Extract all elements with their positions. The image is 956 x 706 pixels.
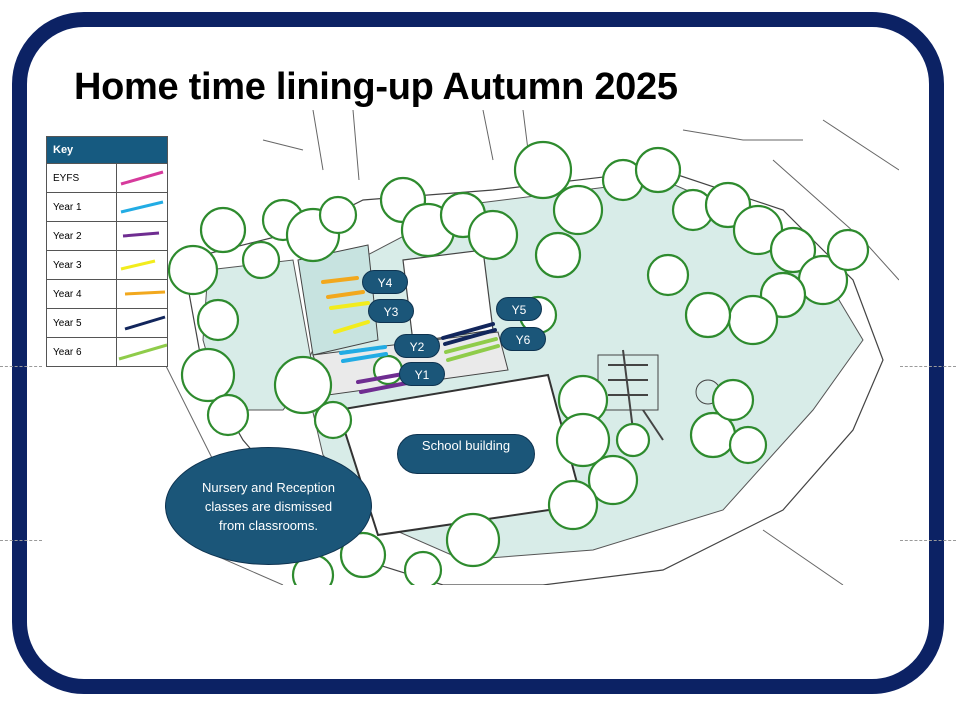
marker-y2: Y2 bbox=[394, 334, 440, 358]
key-row-year2: Year 2 bbox=[46, 221, 168, 251]
lineup-year1-line-b bbox=[359, 381, 409, 394]
map-key: Key EYFS Year 1 Year 2 Year 3 Year 4 Yea… bbox=[46, 136, 168, 367]
trees bbox=[167, 140, 870, 585]
marker-y6: Y6 bbox=[500, 327, 546, 351]
guide-line-left-bottom bbox=[0, 540, 42, 541]
key-header: Key bbox=[46, 136, 168, 164]
key-label: EYFS bbox=[46, 163, 117, 193]
key-label: Year 2 bbox=[46, 221, 117, 251]
lineup-year2-line-b bbox=[341, 352, 388, 363]
key-swatch-year3 bbox=[120, 259, 156, 271]
key-label: Year 4 bbox=[46, 279, 117, 309]
lineup-year5-line-b bbox=[443, 328, 497, 346]
school-building-label: School building bbox=[397, 434, 535, 474]
key-swatch-year6 bbox=[118, 343, 167, 361]
nursery-reception-note: Nursery and Reception classes are dismis… bbox=[165, 447, 372, 565]
key-row-year6: Year 6 bbox=[46, 337, 168, 367]
lineup-year3-line-b bbox=[333, 320, 370, 334]
guide-line-left-top bbox=[0, 366, 42, 367]
lineup-year6-line-b bbox=[446, 344, 500, 362]
key-row-year3: Year 3 bbox=[46, 250, 168, 280]
marker-y4: Y4 bbox=[362, 270, 408, 294]
road-lines bbox=[163, 110, 899, 585]
outdoor-structure bbox=[608, 349, 664, 441]
lineup-year4-line-b bbox=[326, 290, 365, 299]
marker-y5: Y5 bbox=[496, 297, 542, 321]
marker-y3: Y3 bbox=[368, 299, 414, 323]
marker-y1: Y1 bbox=[399, 362, 445, 386]
lineup-year1-line-a bbox=[356, 372, 405, 384]
key-label: Year 1 bbox=[46, 192, 117, 222]
lineup-lines bbox=[321, 276, 500, 394]
guide-line-right-bottom bbox=[900, 540, 956, 541]
lineup-year2-line-a bbox=[339, 345, 387, 355]
school-site-map bbox=[163, 110, 899, 585]
key-label: Year 3 bbox=[46, 250, 117, 280]
lineup-year5-line-a bbox=[441, 322, 495, 340]
key-swatch-year4 bbox=[124, 290, 166, 296]
guide-line-right-top bbox=[900, 366, 956, 367]
key-swatch-year2 bbox=[122, 231, 160, 238]
key-label: Year 5 bbox=[46, 308, 117, 338]
key-label: Year 6 bbox=[46, 337, 117, 367]
key-swatch-eyfs bbox=[120, 170, 164, 186]
key-row-year5: Year 5 bbox=[46, 308, 168, 338]
courtyard bbox=[297, 244, 379, 356]
key-row-year1: Year 1 bbox=[46, 192, 168, 222]
lineup-year4-line-a bbox=[321, 276, 359, 284]
key-swatch-year1 bbox=[120, 200, 164, 214]
page-title: Home time lining-up Autumn 2025 bbox=[74, 66, 678, 108]
lineup-year6-line-a bbox=[444, 337, 498, 354]
key-swatch-year5 bbox=[124, 315, 166, 331]
key-row-year4: Year 4 bbox=[46, 279, 168, 309]
key-row-eyfs: EYFS bbox=[46, 163, 168, 193]
lineup-year3-line-a bbox=[329, 301, 370, 310]
